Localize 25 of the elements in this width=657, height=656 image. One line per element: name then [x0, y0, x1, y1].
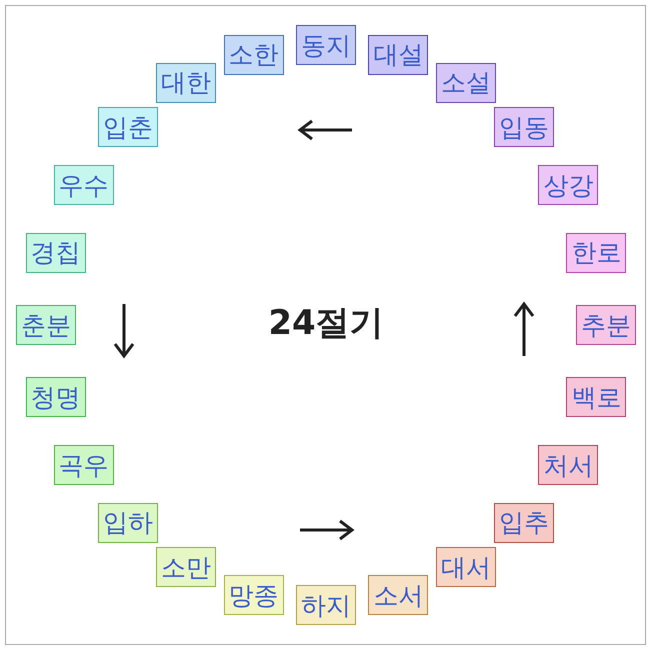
term-box: 소설 — [436, 62, 496, 102]
term-box: 춘분 — [16, 305, 76, 345]
term-box: 우수 — [54, 165, 114, 205]
term-box: 상강 — [538, 165, 598, 205]
term-box: 대서 — [436, 547, 496, 588]
term-box: 입동 — [494, 107, 554, 147]
term-box: 입추 — [494, 502, 554, 543]
term-box: 경칩 — [26, 232, 86, 273]
term-box: 한로 — [566, 232, 626, 273]
term-box: 동지 — [296, 25, 356, 65]
term-box: 대설 — [368, 34, 428, 75]
term-box: 처서 — [538, 445, 598, 485]
term-box: 소한 — [224, 34, 284, 75]
title: 24절기 — [268, 302, 384, 345]
term-box: 추분 — [576, 305, 636, 345]
term-box: 곡우 — [54, 445, 114, 485]
term-box: 대한 — [156, 62, 216, 102]
term-box: 하지 — [296, 585, 356, 625]
term-box: 소만 — [156, 547, 216, 588]
term-box: 백로 — [566, 377, 626, 418]
term-box: 입하 — [98, 502, 158, 543]
term-box: 망종 — [224, 575, 284, 616]
term-box: 소서 — [368, 575, 428, 616]
term-box: 입춘 — [98, 107, 158, 147]
term-box: 청명 — [26, 377, 86, 418]
